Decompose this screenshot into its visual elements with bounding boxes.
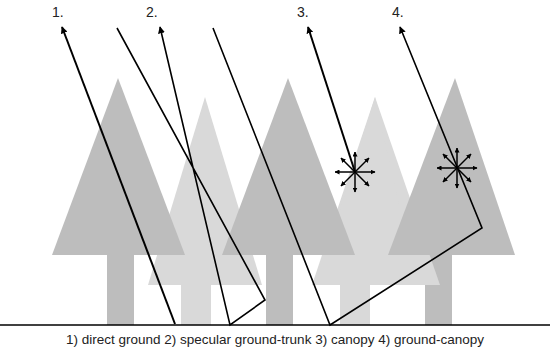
callout-number: 4. [392, 4, 404, 20]
figure-caption: 1) direct ground 2) specular ground-trun… [0, 332, 550, 347]
callout-number: 3. [297, 4, 309, 20]
callout-number: 2. [146, 4, 158, 20]
callout-number: 1. [52, 4, 64, 20]
